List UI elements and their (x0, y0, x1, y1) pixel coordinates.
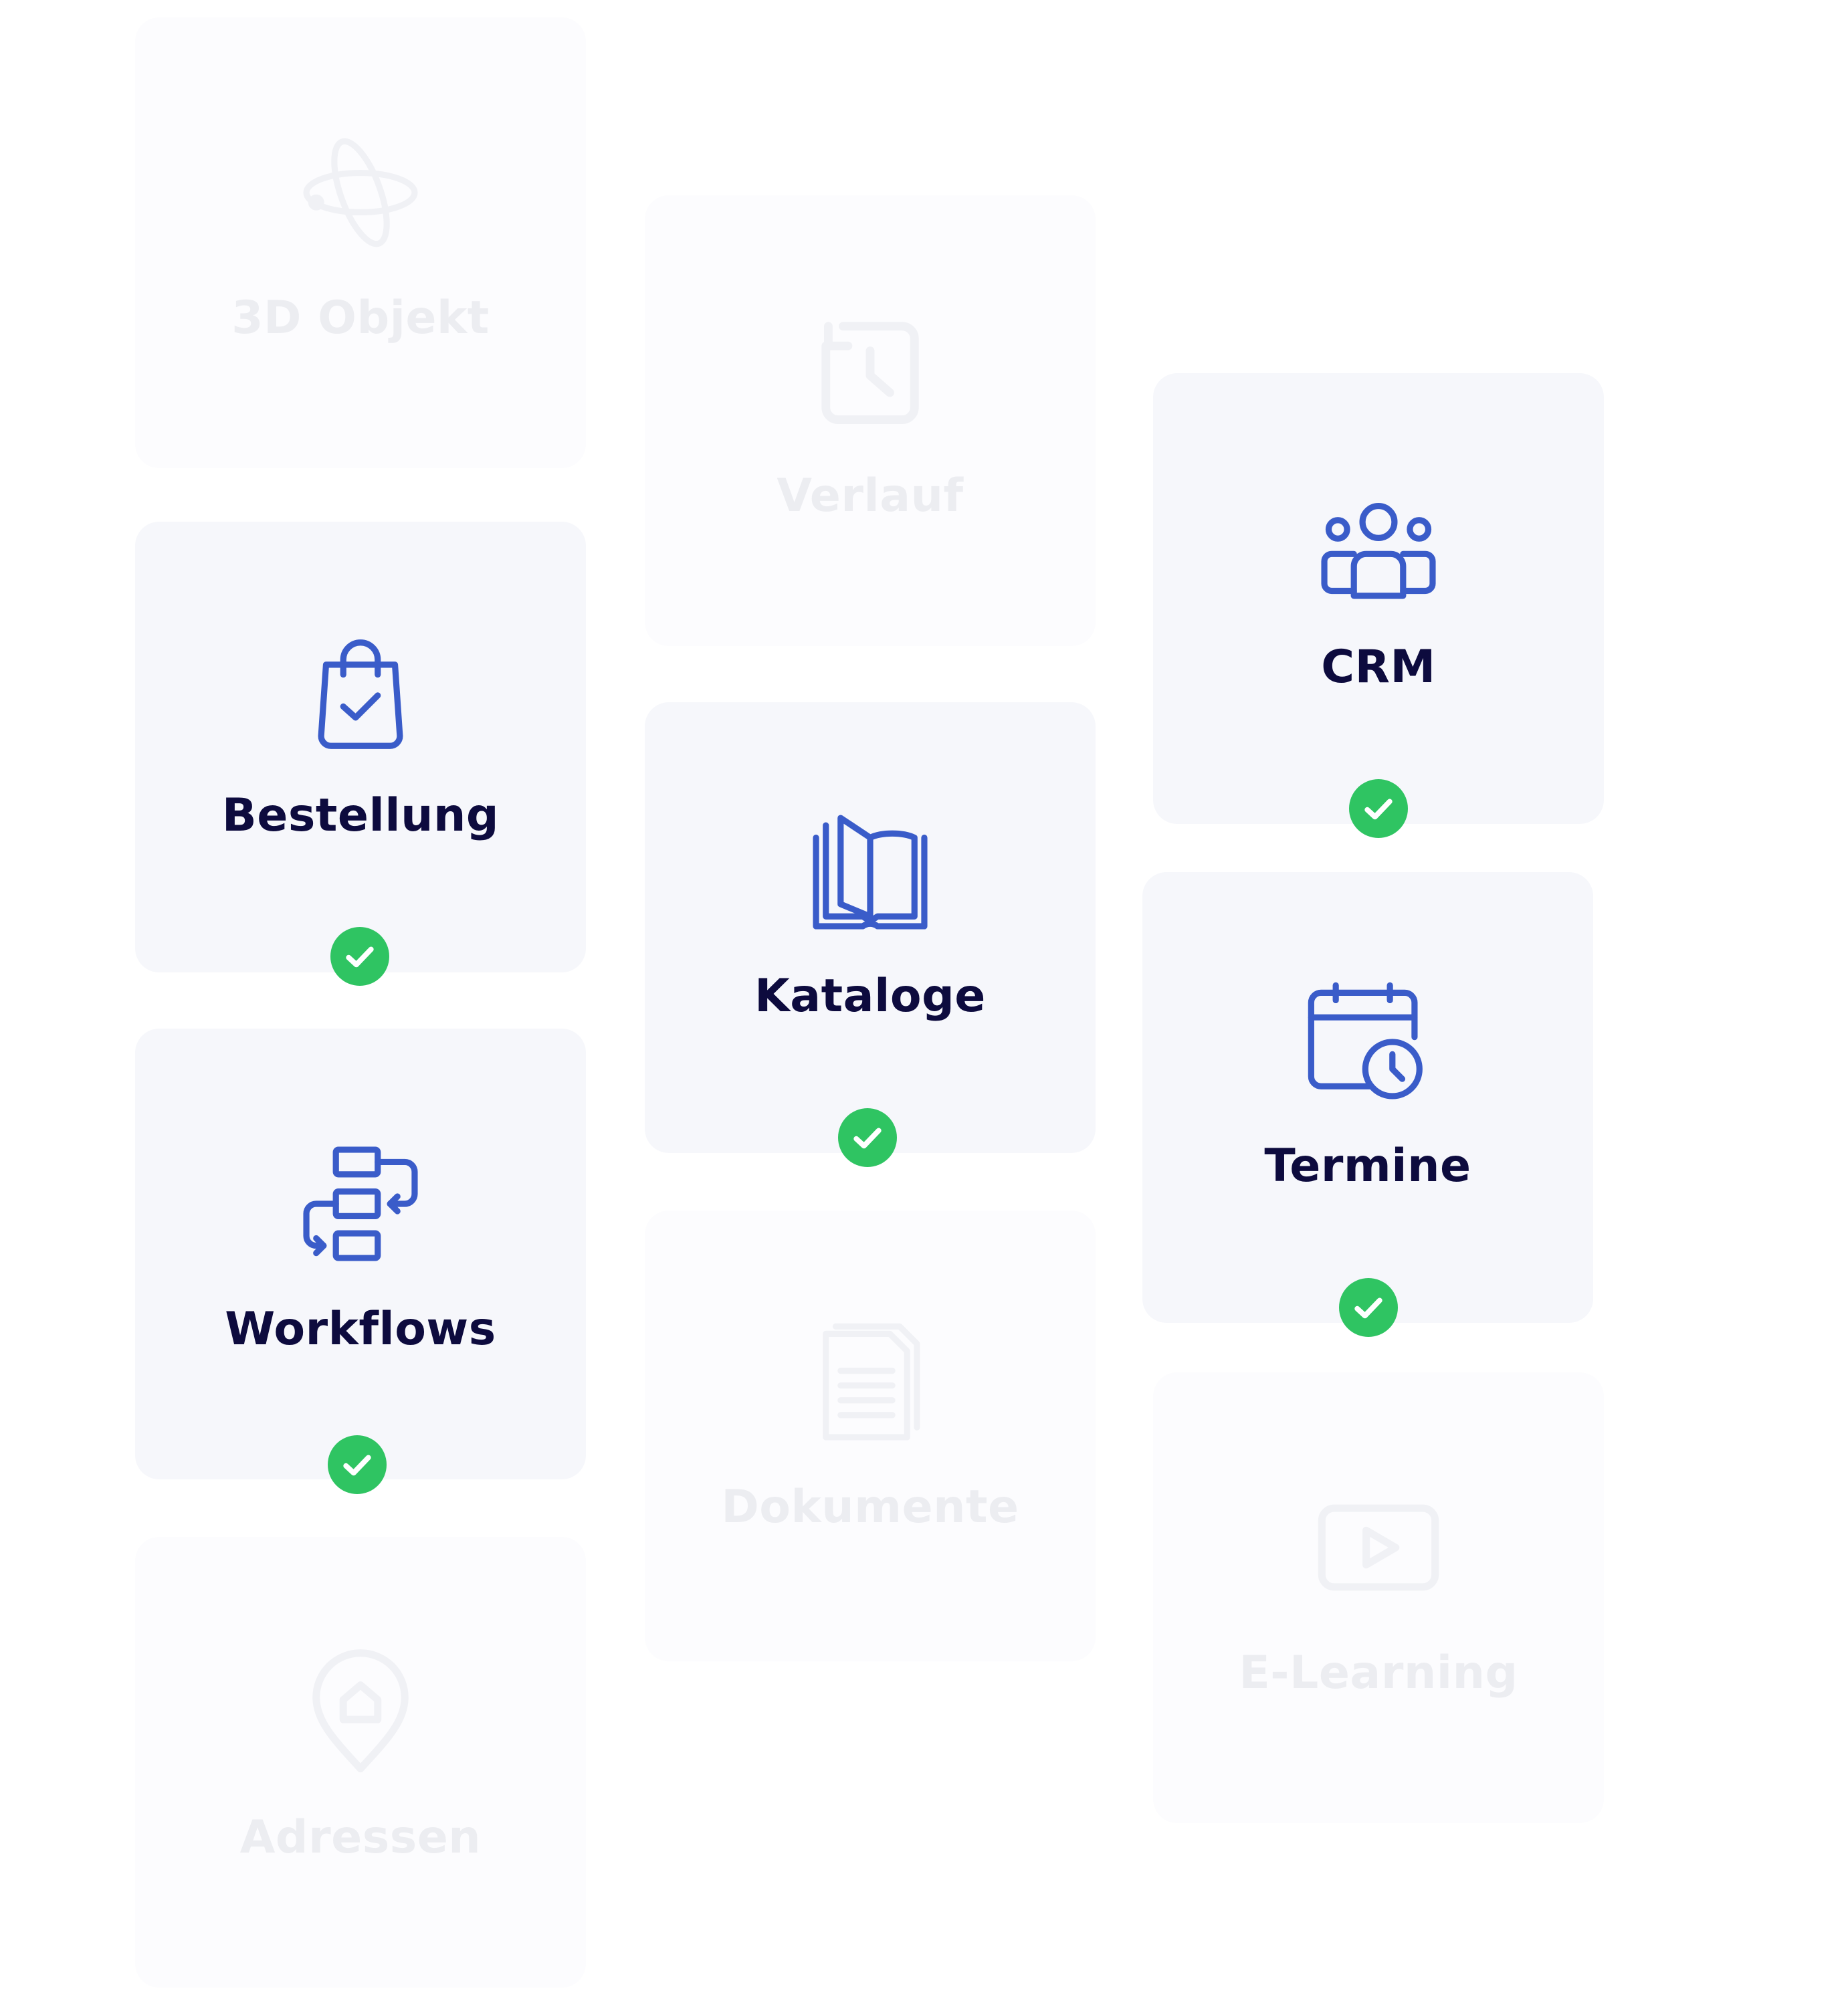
module-label: Kataloge (754, 970, 986, 1023)
location-pin-home-icon (299, 1649, 422, 1774)
module-card-e-learning[interactable]: E-Learning (1153, 1372, 1604, 1823)
module-card-verlauf[interactable]: Verlauf (645, 195, 1096, 646)
calendar-clock-icon (1306, 980, 1429, 1104)
check-icon (346, 946, 374, 968)
module-label: Bestellung (221, 789, 500, 842)
open-book-icon (809, 811, 932, 934)
check-badge-workflows (328, 1435, 387, 1494)
module-card-dokumente[interactable]: Dokumente (645, 1211, 1096, 1661)
video-play-icon (1317, 1486, 1440, 1609)
check-icon (1364, 799, 1393, 820)
check-icon (1354, 1297, 1382, 1319)
module-card-kataloge[interactable]: Kataloge (645, 702, 1096, 1153)
module-card-adressen[interactable]: Adressen (135, 1537, 586, 1988)
check-icon (853, 1128, 882, 1149)
users-group-icon (1317, 495, 1440, 618)
module-label: Termine (1264, 1140, 1471, 1192)
module-card-workflows[interactable]: Workflows (135, 1029, 586, 1479)
module-label: Verlauf (777, 469, 964, 522)
module-label: Workflows (225, 1303, 496, 1356)
module-label: Dokumente (721, 1481, 1019, 1534)
module-label: CRM (1321, 641, 1436, 694)
module-label: Adressen (239, 1811, 482, 1864)
module-label: E-Learning (1239, 1647, 1518, 1699)
check-badge-crm (1349, 779, 1408, 838)
check-badge-kataloge (838, 1108, 897, 1167)
module-card-crm[interactable]: CRM (1153, 373, 1604, 824)
workflow-icon (299, 1142, 422, 1265)
documents-icon (809, 1322, 932, 1445)
module-card-termine[interactable]: Termine (1142, 872, 1593, 1323)
check-icon (343, 1455, 371, 1476)
module-card-bestellung[interactable]: Bestellung (135, 522, 586, 972)
3d-orbit-icon (299, 131, 422, 254)
check-badge-termine (1339, 1278, 1398, 1337)
module-card-3d-objekt[interactable]: 3D Objekt (135, 17, 586, 468)
module-label: 3D Objekt (231, 292, 490, 344)
shopping-bag-check-icon (299, 633, 422, 756)
history-icon (809, 309, 932, 432)
check-badge-bestellung (330, 927, 389, 986)
